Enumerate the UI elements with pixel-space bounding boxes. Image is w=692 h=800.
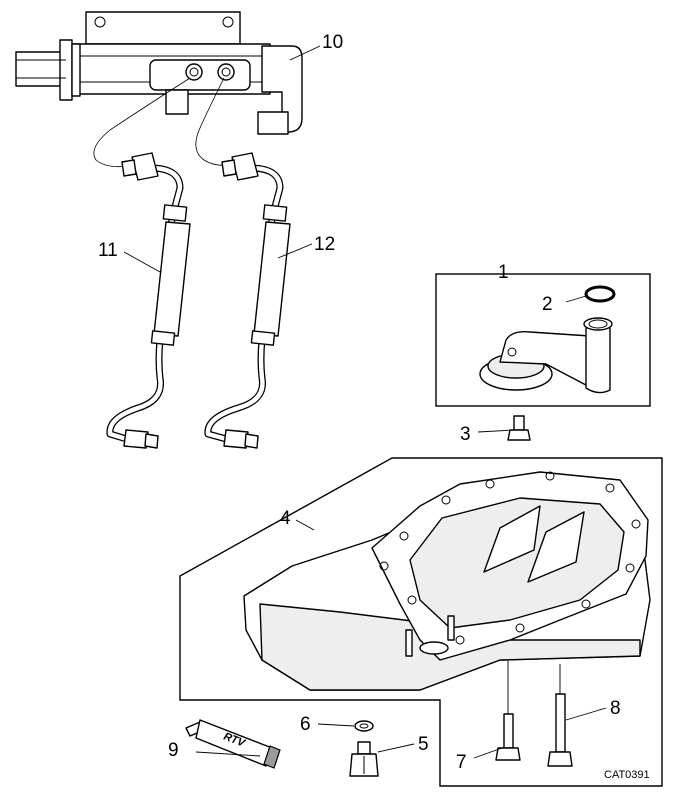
oil-pan-part-4 [243, 471, 651, 691]
callout-8: 8 [610, 698, 621, 719]
callout-9: 9 [168, 740, 179, 761]
catalog-reference: CAT0391 [604, 769, 650, 781]
callout-numbers: 10 11 12 1 2 3 4 6 5 7 8 9 [98, 32, 621, 773]
callout-6: 6 [300, 714, 311, 735]
bolt-part-7 [495, 660, 521, 761]
callout-10: 10 [322, 32, 343, 53]
connection-guide-lines [93, 77, 239, 168]
callout-11: 11 [98, 240, 118, 261]
callout-2: 2 [542, 294, 553, 315]
callout-4: 4 [280, 508, 291, 529]
bolt-part-3 [507, 415, 531, 441]
pipe-part-12 [204, 152, 291, 449]
oil-pan-frame [179, 457, 663, 787]
drain-plug-part-5 [349, 741, 379, 777]
leader-lines [123, 45, 607, 759]
callout-3: 3 [460, 424, 471, 445]
washer-part-6 [354, 720, 374, 732]
o-ring-part-2 [584, 285, 616, 303]
pickup-assembly-frame [435, 273, 651, 407]
bolt-part-8 [547, 664, 573, 767]
oil-pickup-part-1 [479, 317, 613, 394]
callout-7: 7 [456, 752, 467, 773]
callout-12: 12 [314, 234, 335, 255]
callout-5: 5 [418, 734, 429, 755]
callout-1: 1 [498, 262, 509, 283]
oil-cooler-part-10 [15, 11, 303, 135]
pipe-part-11 [106, 152, 191, 449]
rtv-tube-part-9: RTV [185, 719, 281, 769]
